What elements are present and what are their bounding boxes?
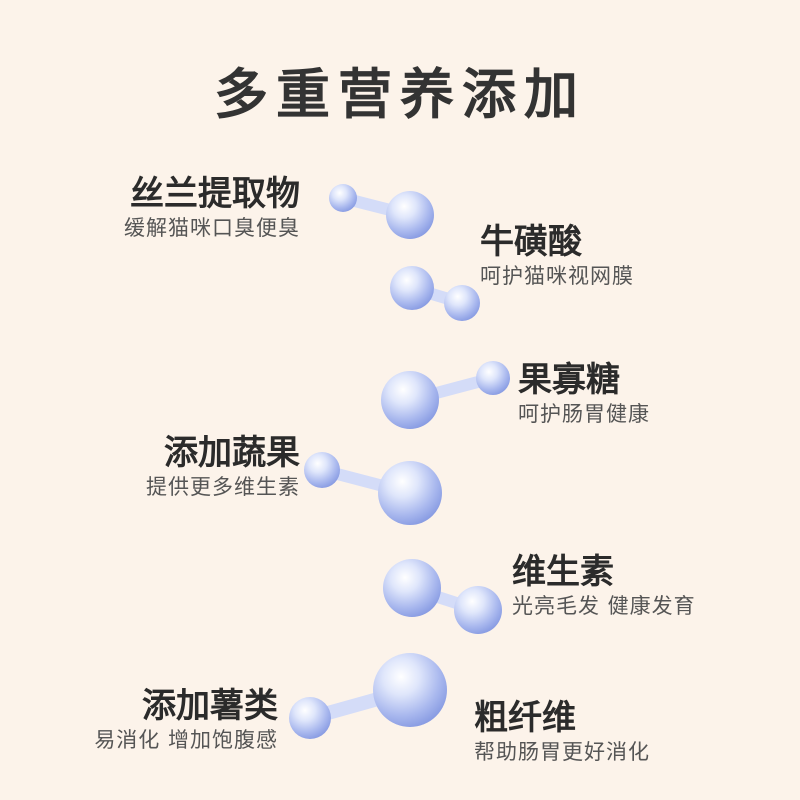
label-desc: 易消化 增加饱腹感 [94,728,278,752]
atom-small-4 [304,452,340,488]
label-vitamins: 维生素 光亮毛发 健康发育 [512,552,782,620]
label-yucca: 丝兰提取物 缓解猫咪口臭便臭 [60,174,300,242]
label-desc: 呵护猫咪视网膜 [480,264,634,288]
label-desc: 光亮毛发 健康发育 [512,594,696,618]
label-name: 粗纤维 [474,698,576,738]
label-name: 添加蔬果 [164,433,300,473]
label-fiber: 粗纤维 帮助肠胃更好消化 [474,698,774,766]
label-potato: 添加薯类 易消化 增加饱腹感 [40,686,278,754]
label-vegetables: 添加蔬果 提供更多维生素 [60,433,300,501]
atom-2 [390,266,434,310]
label-fos: 果寡糖 呵护肠胃健康 [518,360,758,428]
page-title: 多重营养添加 [214,63,586,126]
atom-1 [386,191,434,239]
atom-small-1 [329,184,357,212]
label-name: 丝兰提取物 [130,174,300,214]
atom-6 [373,653,447,727]
atom-small-2 [444,285,480,321]
atom-5 [383,559,441,617]
label-desc: 提供更多维生素 [146,475,300,499]
atom-3 [381,371,439,429]
label-name: 牛磺酸 [480,222,582,262]
atom-4 [378,461,442,525]
label-name: 添加薯类 [142,686,278,726]
label-name: 维生素 [512,552,614,592]
atoms [289,184,510,739]
atom-small-6 [289,697,331,739]
atom-small-5 [454,586,502,634]
label-taurine: 牛磺酸 呵护猫咪视网膜 [480,222,740,290]
atom-small-3 [476,361,510,395]
label-desc: 帮助肠胃更好消化 [474,740,650,764]
label-desc: 呵护肠胃健康 [518,402,650,426]
label-name: 果寡糖 [518,360,620,400]
label-desc: 缓解猫咪口臭便臭 [124,216,300,240]
